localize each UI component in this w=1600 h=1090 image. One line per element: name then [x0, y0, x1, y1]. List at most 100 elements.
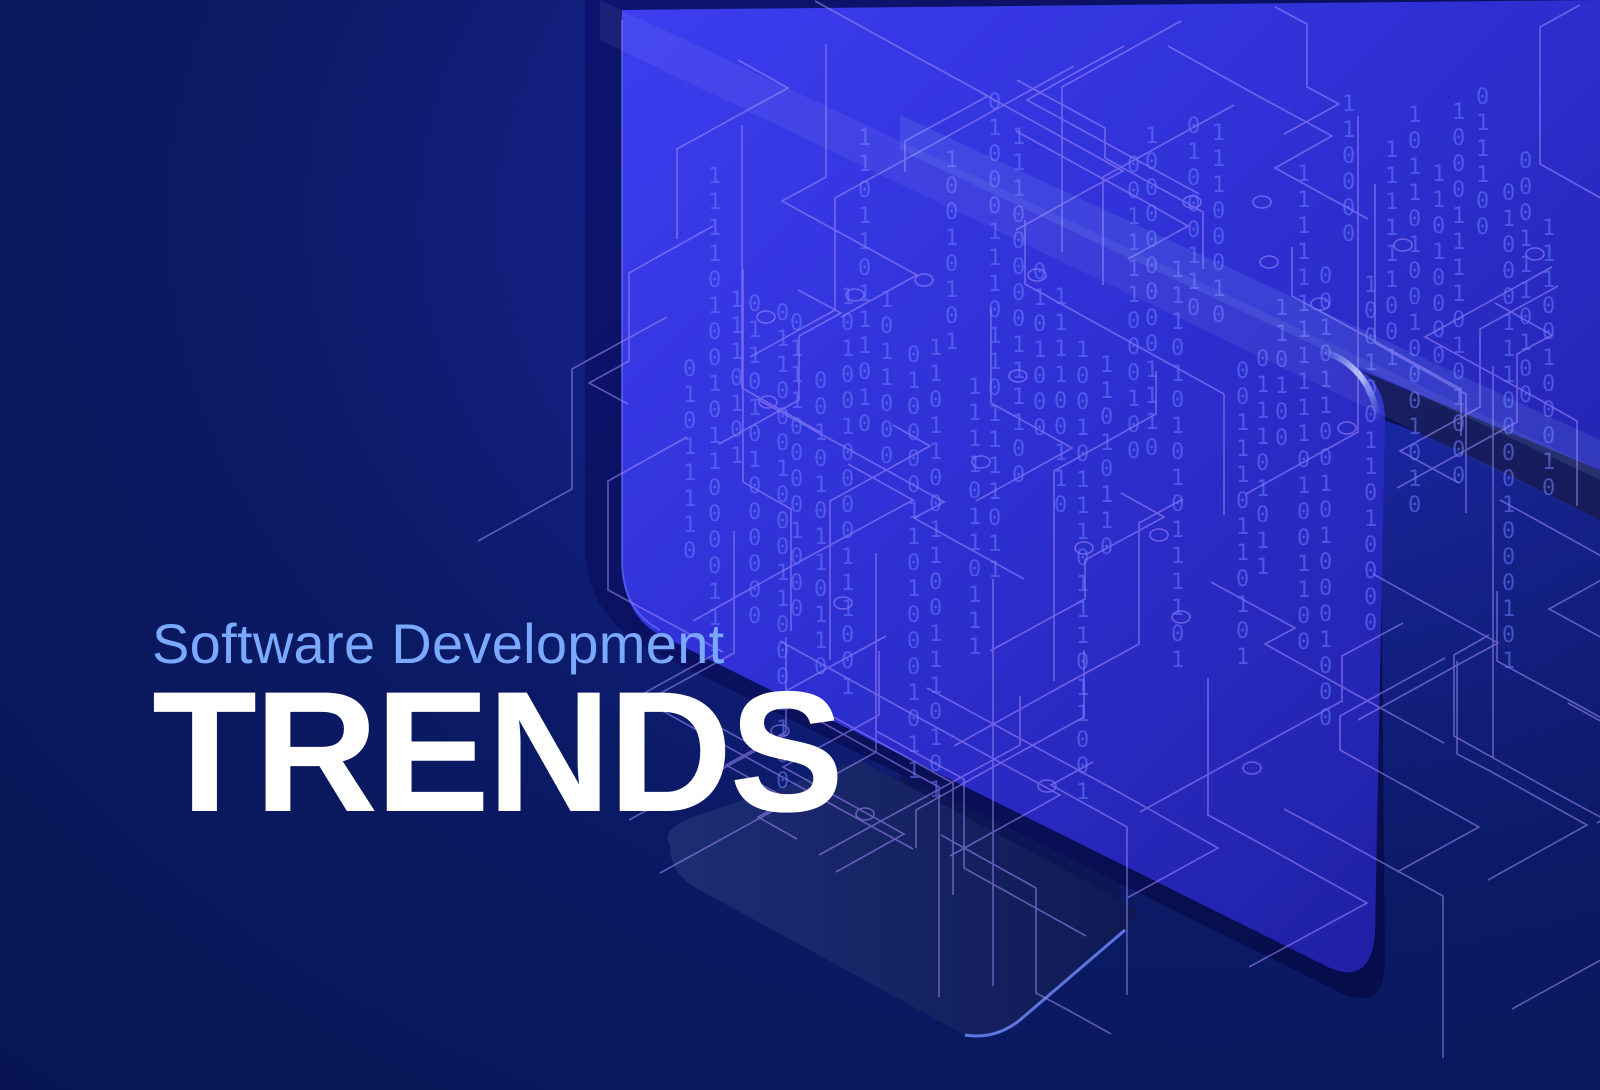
- binary-digit: 1: [1297, 162, 1310, 187]
- binary-digit: 1: [730, 288, 743, 313]
- binary-digit: 1: [1319, 368, 1332, 393]
- binary-digit: 1: [1364, 507, 1377, 532]
- binary-digit: 0: [1033, 312, 1046, 337]
- binary-digit: 0: [880, 418, 893, 443]
- binary-digit: 1: [929, 726, 942, 751]
- binary-digit: 1: [730, 314, 743, 339]
- circuit-trace: [1283, 808, 1444, 1058]
- binary-digit: 1: [1256, 399, 1269, 424]
- binary-digit: 0: [1187, 218, 1200, 243]
- binary-digit: 0: [1076, 364, 1089, 389]
- binary-digit: 1: [880, 288, 893, 313]
- binary-digit: 0: [748, 604, 761, 629]
- binary-digit: 0: [1408, 441, 1421, 466]
- circuit-trace: [779, 640, 1062, 857]
- binary-digit: 1: [1519, 331, 1532, 356]
- binary-digit: 0: [1319, 264, 1332, 289]
- binary-digit: 0: [1256, 503, 1269, 528]
- binary-digit: 0: [1145, 150, 1158, 175]
- binary-digit: 1: [1076, 468, 1089, 493]
- circuit-trace: [1396, 302, 1554, 489]
- circuit-trace: [718, 289, 843, 445]
- binary-digit: 0: [1145, 228, 1158, 253]
- binary-digit: 0: [790, 571, 803, 596]
- binary-digit: 0: [1408, 285, 1421, 310]
- binary-digit: 1: [1054, 285, 1067, 310]
- binary-digit: 0: [880, 444, 893, 469]
- binary-digit: 0: [1408, 207, 1421, 232]
- binary-digit: 0: [1519, 383, 1532, 408]
- binary-digit: 0: [1502, 545, 1515, 570]
- binary-digit: 0: [776, 301, 789, 326]
- binary-digit: 1: [1502, 597, 1515, 622]
- binary-digit: 0: [1012, 281, 1025, 306]
- binary-digit: 0: [1012, 307, 1025, 332]
- binary-digit: 1: [929, 778, 942, 803]
- binary-digit: 0: [776, 509, 789, 534]
- binary-digit: 0: [1519, 175, 1532, 200]
- binary-digit: 0: [748, 422, 761, 447]
- binary-digit: 0: [790, 415, 803, 440]
- binary-digit: 1: [1476, 111, 1489, 136]
- binary-digit: 0: [1076, 546, 1089, 571]
- binary-digit: 0: [841, 649, 854, 674]
- binary-digit: 0: [929, 596, 942, 621]
- binary-digit: 0: [1452, 308, 1465, 333]
- circuit-trace: [635, 652, 914, 850]
- binary-digit: 0: [1342, 196, 1355, 221]
- binary-digit: 0: [907, 395, 920, 420]
- binary-digit: 1: [858, 152, 871, 177]
- circuit-trace: [915, 650, 1085, 848]
- binary-digit: 0: [683, 357, 696, 382]
- binary-digit: 0: [1502, 441, 1515, 466]
- circuit-trace: [1049, 761, 1128, 995]
- binary-digit: 0: [1452, 438, 1465, 463]
- binary-digit: 1: [1297, 578, 1310, 603]
- binary-digit: 0: [907, 551, 920, 576]
- binary-digit: 0: [708, 398, 721, 423]
- binary-digit: 1: [988, 350, 1001, 375]
- binary-digit: 0: [1319, 706, 1332, 731]
- binary-digit: 0: [814, 447, 827, 472]
- binary-digit: 1: [1432, 240, 1445, 265]
- binary-digit: 1: [1145, 358, 1158, 383]
- binary-digit: 0: [1319, 342, 1332, 367]
- binary-digit: 1: [988, 480, 1001, 505]
- circuit-node: [756, 310, 776, 324]
- binary-digit: 1: [1127, 283, 1140, 308]
- binary-digit: 1: [1256, 555, 1269, 580]
- binary-digit: 1: [776, 353, 789, 378]
- binary-digit: 1: [1364, 455, 1377, 480]
- binary-digit: 1: [1236, 411, 1249, 436]
- binary-digit: 1: [907, 759, 920, 784]
- binary-digit: 0: [1502, 285, 1515, 310]
- binary-digit: 0: [1297, 500, 1310, 525]
- binary-digit: 1: [708, 606, 721, 631]
- binary-digit: 1: [1012, 177, 1025, 202]
- binary-digit: 0: [841, 389, 854, 414]
- binary-digit: 1: [1171, 518, 1184, 543]
- binary-digit: 0: [945, 174, 958, 199]
- binary-digit: 0: [1452, 126, 1465, 151]
- binary-digit: 0: [776, 639, 789, 664]
- binary-digit: 1: [814, 421, 827, 446]
- binary-digit: 0: [1076, 650, 1089, 675]
- circuit-node: [1525, 247, 1545, 261]
- binary-digit: 1: [776, 587, 789, 612]
- binary-digit: 1: [1054, 363, 1067, 388]
- binary-digit: 1: [1145, 124, 1158, 149]
- binary-digit: 0: [708, 554, 721, 579]
- binary-digit: 0: [1364, 533, 1377, 558]
- binary-digit: 1: [1256, 373, 1269, 398]
- binary-digit: 1: [1076, 338, 1089, 363]
- binary-digit: 0: [748, 292, 761, 317]
- binary-digit: 0: [1236, 567, 1249, 592]
- binary-digit: 1: [1171, 466, 1184, 491]
- binary-digit: 0: [968, 557, 981, 582]
- screen-edge-highlight: [1319, 347, 1381, 421]
- circuit-node: [1037, 779, 1057, 793]
- binary-digit: 0: [1076, 390, 1089, 415]
- binary-digit: 0: [1319, 550, 1332, 575]
- circuit-trace: [1015, 130, 1190, 260]
- binary-digit: 1: [945, 330, 958, 355]
